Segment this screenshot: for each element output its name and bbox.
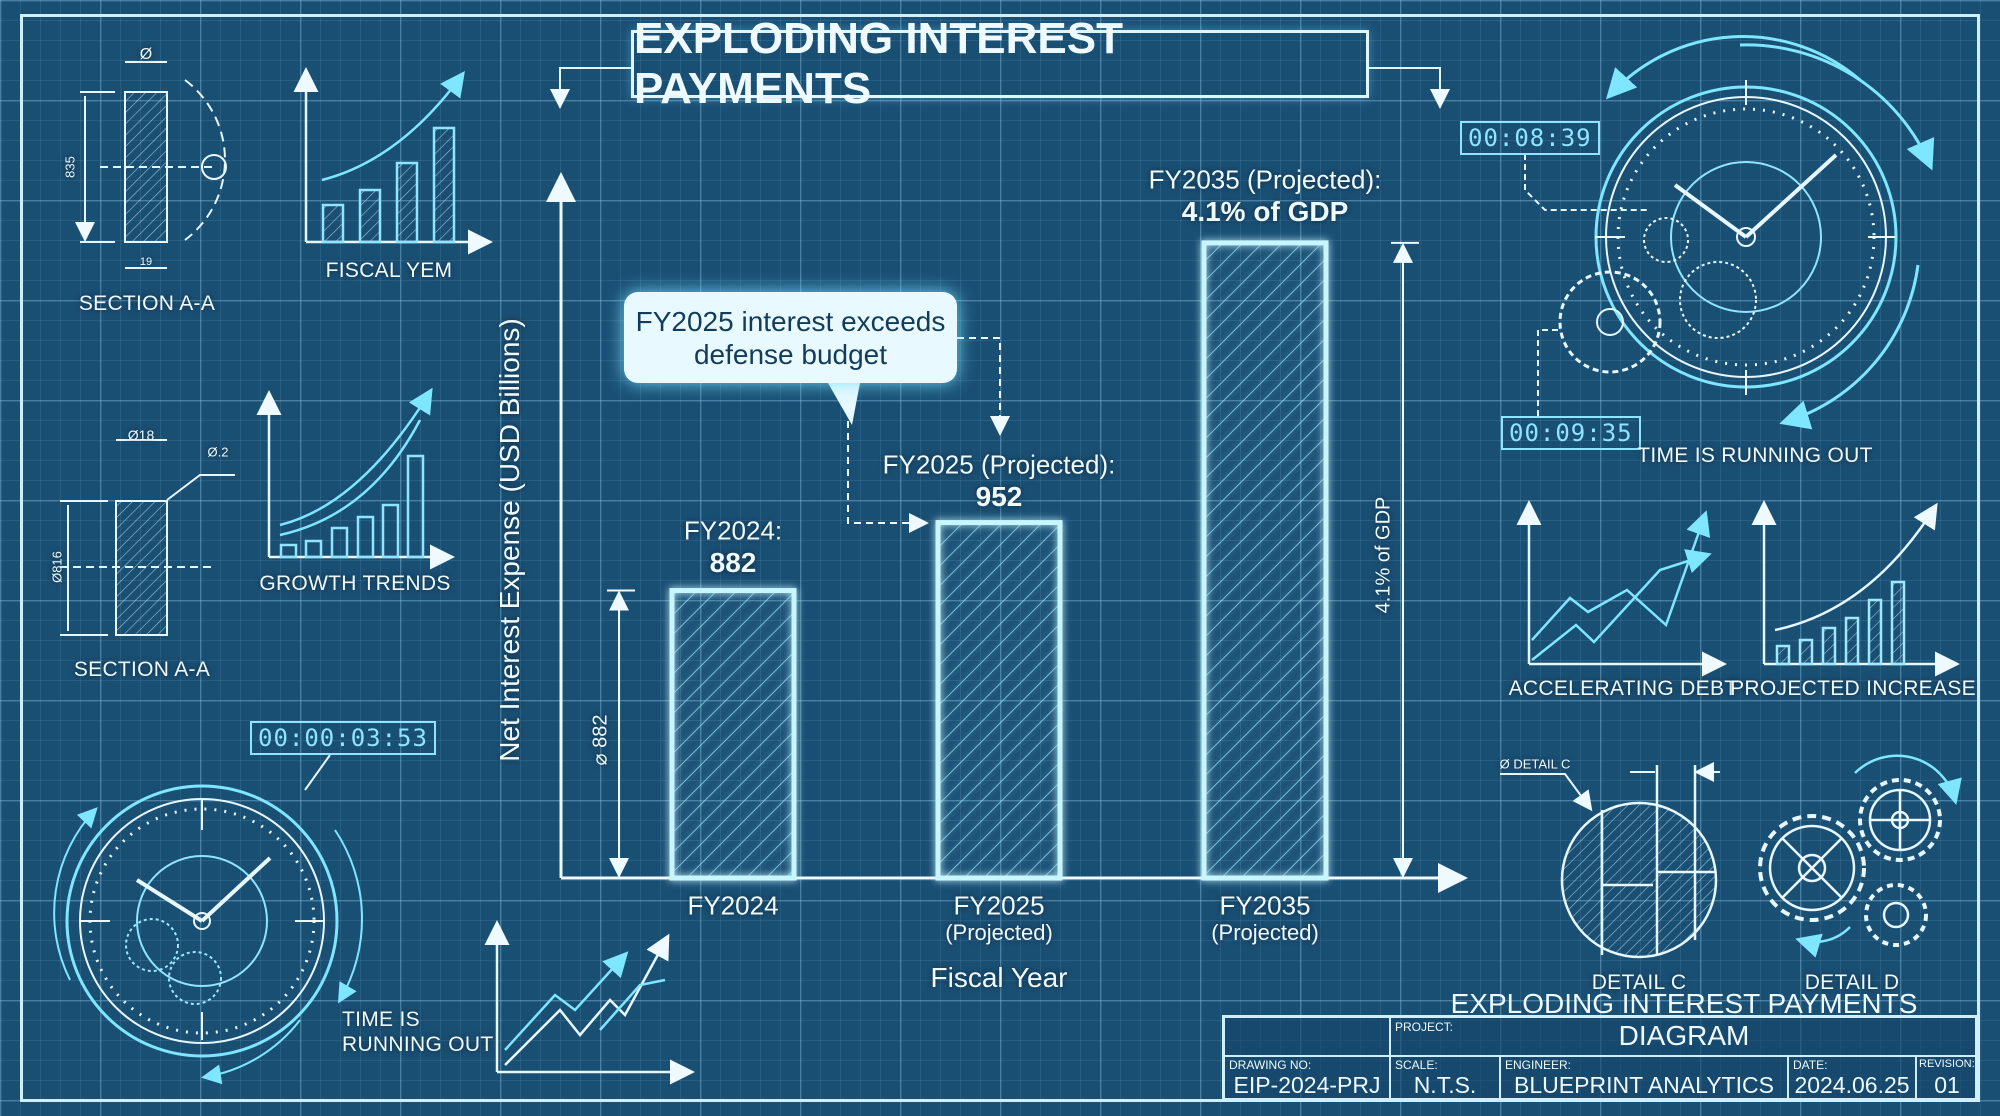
- dimension-left-label: ⌀ 882: [589, 714, 612, 766]
- dim-a-side: 835: [62, 156, 78, 178]
- bar-fy2035: [1201, 240, 1329, 881]
- tb-drawing: DRAWING NO: EIP-2024-PRJ: [1225, 1056, 1389, 1101]
- time-left-line1: TIME IS: [342, 1008, 420, 1031]
- tb-drawing-value: EIP-2024-PRJ: [1233, 1072, 1381, 1098]
- x-tick-fy2025-sub: (Projected): [945, 920, 1053, 945]
- left-clock-drawing: [53, 754, 363, 1085]
- title-connectors: [550, 67, 1450, 109]
- tb-scale-value: N.T.S.: [1413, 1072, 1477, 1098]
- tb-date-value: 2024.06.25: [1794, 1072, 1910, 1098]
- tb-drawing-caption: DRAWING NO:: [1229, 1058, 1312, 1072]
- dimension-lines: [607, 241, 1419, 878]
- bar-fy2025: [935, 520, 1063, 881]
- dimension-right-label: 4.1% of GDP: [1372, 496, 1395, 614]
- x-tick-fy2035: FY2035: [1219, 890, 1311, 921]
- x-tick-fy2025: FY2025: [953, 890, 1045, 921]
- dim-a-bottom: 19: [139, 256, 153, 268]
- dim-b-top: Ø18: [127, 427, 155, 443]
- x-tick-fy2035-sub: (Projected): [1211, 920, 1319, 945]
- page-title: EXPLODING INTEREST PAYMENTS: [631, 14, 1369, 113]
- tb-engineer: ENGINEER: BLUEPRINT ANALYTICS: [1499, 1056, 1787, 1101]
- section-a-label: SECTION A-A: [78, 292, 216, 315]
- timer-right-1: 00:08:39: [1460, 121, 1600, 155]
- data-label-fy2035-name: FY2035 (Projected):: [1148, 164, 1382, 195]
- bar-group: [669, 240, 1329, 881]
- tb-date-caption: DATE:: [1793, 1058, 1828, 1072]
- accelerating-debt-label: ACCELERATING DEBT: [1508, 677, 1738, 700]
- growth-trends-label: GROWTH TRENDS: [259, 572, 451, 595]
- tb-project: PROJECT: EXPLODING INTEREST PAYMENTS DIA…: [1389, 988, 1977, 1056]
- bottom-mini-chart: [484, 920, 695, 1085]
- tb-date: DATE: 2024.06.25: [1787, 1056, 1915, 1101]
- drawing-frame: [20, 14, 1980, 1102]
- callout-tail: [828, 383, 860, 425]
- tb-engineer-value: BLUEPRINT ANALYTICS: [1514, 1072, 1774, 1098]
- data-label-fy2024-value: 882: [709, 547, 757, 578]
- title-block: PROJECT: EXPLODING INTEREST PAYMENTS DIA…: [1222, 988, 1978, 1101]
- data-label-fy2025-name: FY2025 (Projected):: [882, 449, 1116, 480]
- tb-project-caption: PROJECT:: [1395, 1020, 1454, 1034]
- detail-d-drawing: [1758, 754, 1962, 958]
- accelerating-debt-mini-chart: [1516, 500, 1727, 677]
- tb-project-value: EXPLODING INTEREST PAYMENTS DIAGRAM: [1450, 988, 1918, 1051]
- dim-b-side: Ø816: [49, 551, 65, 583]
- callout-line-1: FY2025 interest exceeds: [635, 305, 946, 337]
- fiscal-year-mini-chart: [293, 67, 493, 255]
- detail-c-label: DETAIL C: [1591, 971, 1687, 994]
- timer-right-2: 00:09:35: [1501, 416, 1641, 450]
- bar-fy2024: [669, 588, 797, 881]
- data-label-fy2024-name: FY2024:: [683, 515, 783, 546]
- projected-increase-label: PROJECTED INCREASE: [1730, 677, 1976, 700]
- section-a-drawing: [80, 61, 227, 269]
- tb-revision-caption: REVISION:: [1919, 1058, 1975, 1070]
- callout-connectors: [847, 337, 1010, 533]
- growth-trends-mini-chart: [256, 387, 455, 570]
- projected-increase-mini-chart: [1751, 500, 1960, 677]
- tb-revision: REVISION: 01: [1915, 1056, 1977, 1101]
- tb-scale: SCALE: N.T.S.: [1389, 1056, 1499, 1101]
- time-left-line2: RUNNING OUT: [342, 1033, 494, 1056]
- time-right-label: TIME IS RUNNING OUT: [1637, 444, 1873, 467]
- tb-revision-value: 01: [1934, 1072, 1960, 1098]
- x-axis-label: Fiscal Year: [930, 962, 1068, 993]
- fiscal-yem-label: FISCAL YEM: [325, 259, 453, 282]
- callout-annotation: FY2025 interest exceeds defense budget: [624, 292, 957, 383]
- section-b-label: SECTION A-A: [73, 658, 211, 681]
- dim-a-top: Ø: [139, 46, 153, 63]
- data-label-fy2035-value: 4.1% of GDP: [1181, 196, 1349, 227]
- detail-c-note: Ø DETAIL C: [1499, 756, 1571, 772]
- section-b-drawing: [60, 439, 235, 636]
- timer-left: 00:00:03:53: [250, 721, 436, 755]
- right-clock-drawing: [1524, 35, 1935, 430]
- x-tick-fy2024: FY2024: [687, 890, 779, 921]
- detail-d-label: DETAIL D: [1804, 971, 1900, 994]
- detail-c-drawing: [1500, 765, 1720, 959]
- tb-scale-caption: SCALE:: [1395, 1058, 1438, 1072]
- y-axis-label: Net Interest Expense (USD Billions): [494, 318, 525, 762]
- dim-b-note: Ø.2: [207, 444, 229, 460]
- tb-engineer-caption: ENGINEER:: [1505, 1058, 1572, 1072]
- data-label-fy2025-value: 952: [975, 481, 1023, 512]
- callout-line-2: defense budget: [693, 338, 888, 370]
